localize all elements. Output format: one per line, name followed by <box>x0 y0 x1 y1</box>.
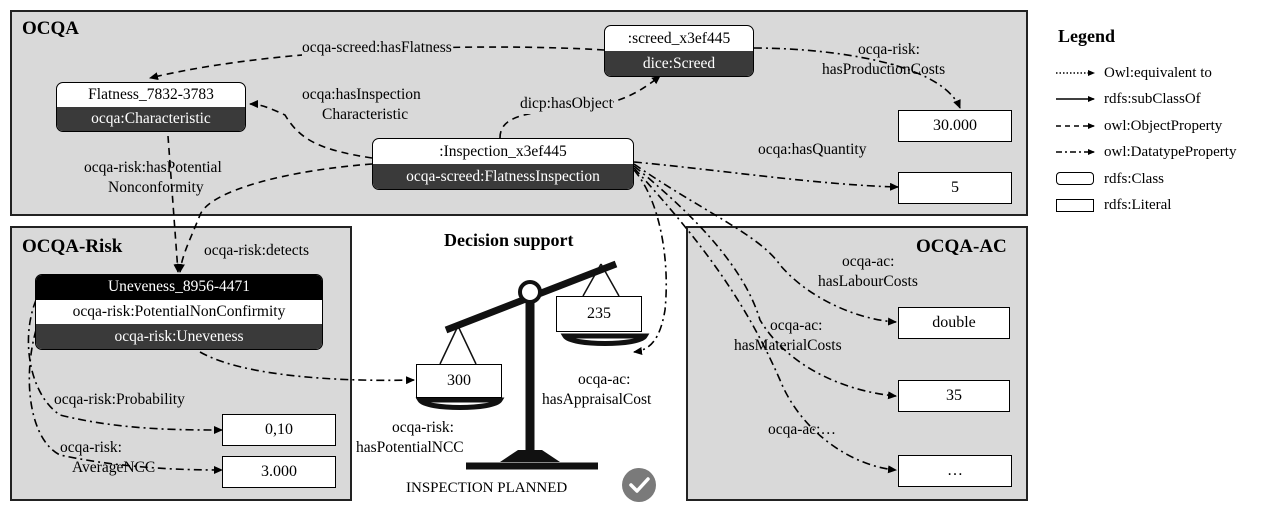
inspection-id: :Inspection_x3ef445 <box>439 142 567 160</box>
label-average-ncc-1: ocqa-risk: <box>60 439 122 456</box>
label-potential-ncc-2: hasPotentialNCC <box>356 439 464 456</box>
label-material-2: hasMaterialCosts <box>734 337 842 354</box>
literal-material: 35 <box>898 380 1010 412</box>
screed-type: dice:Screed <box>605 51 753 76</box>
label-potential-nc-1: ocqa-risk:hasPotential <box>84 159 222 176</box>
inspection-type: ocqa-screed:FlatnessInspection <box>373 164 633 189</box>
flatness-type: ocqa:Characteristic <box>57 107 245 131</box>
literal-right-pan: 235 <box>556 296 642 332</box>
literal-production-costs: 30.000 <box>898 110 1012 142</box>
label-detects: ocqa-risk:detects <box>204 242 310 259</box>
label-appraisal-1: ocqa-ac: <box>578 371 631 388</box>
literal-average-ncc: 3.000 <box>222 456 336 488</box>
uneveness-type-1: ocqa-risk:PotentialNonConfirmity <box>72 302 286 320</box>
legend-item-literal: rdfs:Literal <box>1104 197 1172 213</box>
label-production-costs-1: ocqa-risk: <box>858 41 920 58</box>
ocqa-panel-title: OCQA <box>22 18 79 39</box>
label-potential-ncc-1: ocqa-risk: <box>392 419 454 436</box>
literal-left-pan: 300 <box>416 364 502 398</box>
label-material-1: ocqa-ac: <box>770 317 823 334</box>
inspection-node[interactable]: :Inspection_x3ef445 ocqa-screed:Flatness… <box>372 138 634 190</box>
label-production-costs-2: hasProductionCosts <box>822 61 946 78</box>
decision-title: Decision support <box>444 230 574 250</box>
uneveness-id: Uneveness_8956-4471 <box>36 275 322 300</box>
ocqa-ac-panel-title: OCQA-AC <box>916 236 1007 257</box>
legend-class-box <box>1056 172 1094 185</box>
legend-item-equivalent: Owl:equivalent to <box>1104 65 1212 81</box>
label-probability: ocqa-risk:Probability <box>54 391 185 408</box>
label-labour-2: hasLabourCosts <box>818 273 918 290</box>
flatness-id: Flatness_7832-3783 <box>88 86 214 103</box>
legend-title: Legend <box>1058 26 1116 46</box>
label-has-quantity: ocqa:hasQuantity <box>758 141 867 158</box>
label-has-inspection-char-1: ocqa:hasInspection <box>302 86 421 103</box>
label-has-flatness: ocqa-screed:hasFlatness <box>302 38 452 58</box>
check-icon <box>622 468 656 502</box>
legend-item-datatype-property: owl:DatatypeProperty <box>1104 144 1237 160</box>
legend-item-class: rdfs:Class <box>1104 171 1164 187</box>
screed-id: :screed_x3ef445 <box>627 29 731 47</box>
uneveness-type-2: ocqa-risk:Uneveness <box>36 324 322 349</box>
label-potential-nc-2: Nonconformity <box>108 179 204 196</box>
ocqa-risk-panel-title: OCQA-Risk <box>22 236 123 257</box>
literal-probability: 0,10 <box>222 414 336 446</box>
literal-labour: double <box>898 307 1010 339</box>
label-labour-1: ocqa-ac: <box>842 253 895 270</box>
literal-quantity: 5 <box>898 172 1012 204</box>
label-appraisal-2: hasAppraisalCost <box>542 391 652 408</box>
label-average-ncc-2: AverageNCC <box>72 459 156 476</box>
label-has-inspection-char-2: Characteristic <box>322 106 409 123</box>
legend-item-subclass: rdfs:subClassOf <box>1104 91 1201 107</box>
flatness-node[interactable]: Flatness_7832-3783 ocqa:Characteristic <box>56 82 246 132</box>
label-has-object: dicp:hasObject <box>520 94 613 114</box>
label-etc: ocqa-ac:… <box>768 421 836 438</box>
literal-etc: … <box>898 455 1012 487</box>
decision-status: INSPECTION PLANNED <box>406 480 568 496</box>
legend-item-object-property: owl:ObjectProperty <box>1104 118 1223 134</box>
screed-node[interactable]: :screed_x3ef445 dice:Screed <box>604 25 754 77</box>
legend-literal-box <box>1056 199 1094 212</box>
uneveness-node[interactable]: Uneveness_8956-4471 ocqa-risk:PotentialN… <box>35 274 323 350</box>
